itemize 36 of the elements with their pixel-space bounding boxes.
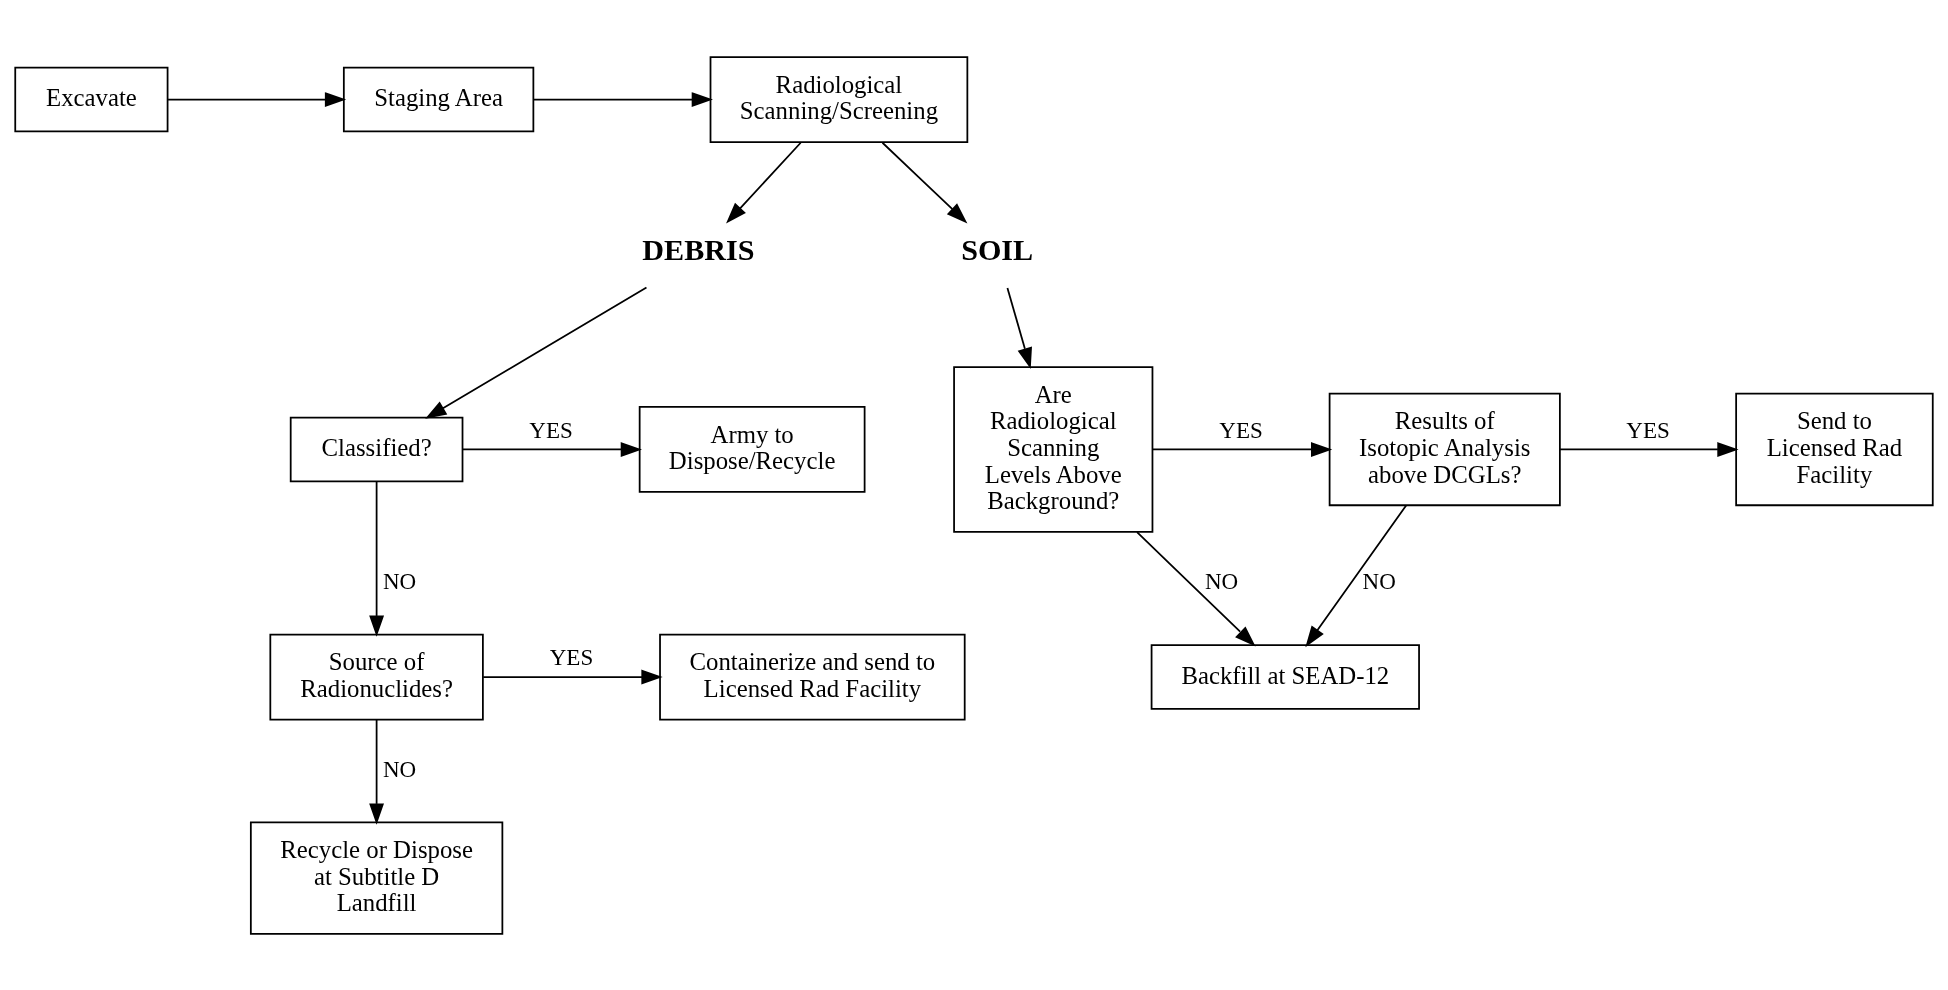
node-box: Backfill at SEAD-12 bbox=[1150, 643, 1420, 710]
arrow bbox=[461, 441, 642, 457]
node-box: Send to Licensed Rad Facility bbox=[1735, 392, 1934, 506]
edge-label: NO bbox=[383, 755, 417, 782]
edge-label: YES bbox=[1219, 416, 1263, 443]
node-box: Excavate bbox=[14, 66, 169, 132]
node-box: Radiological Scanning/Screening bbox=[709, 55, 969, 143]
node-text: SOIL bbox=[961, 232, 1034, 267]
arrow bbox=[533, 91, 713, 107]
edge-label: YES bbox=[529, 416, 573, 443]
node-box: Are Radiological Scanning Levels Above Background? bbox=[953, 365, 1154, 533]
arrow bbox=[425, 286, 648, 419]
edge-label: NO bbox=[1204, 567, 1239, 594]
edge-label: YES bbox=[549, 643, 594, 670]
arrow bbox=[726, 141, 802, 224]
arrow bbox=[482, 669, 663, 684]
edge-label: NO bbox=[1362, 567, 1396, 594]
arrow bbox=[1006, 286, 1032, 369]
arrow bbox=[1305, 504, 1408, 647]
arrow bbox=[369, 718, 385, 825]
arrow bbox=[167, 91, 347, 107]
arrow bbox=[369, 480, 385, 637]
edge-label: YES bbox=[1626, 416, 1670, 443]
node-box: Classified? bbox=[289, 416, 464, 482]
arrow bbox=[881, 141, 968, 223]
node-text: DEBRIS bbox=[642, 232, 755, 267]
node-box: Recycle or Dispose at Subtitle D Landfill bbox=[249, 820, 504, 935]
arrow bbox=[1151, 441, 1333, 457]
node-box: Staging Area bbox=[342, 66, 535, 132]
node-box: Army to Dispose/Recycle bbox=[638, 405, 866, 493]
arrow bbox=[1136, 530, 1256, 647]
arrow bbox=[1559, 441, 1739, 457]
edge-label: NO bbox=[383, 567, 417, 594]
node-box: Source of Radionuclides? bbox=[269, 633, 484, 720]
node-box: Results of Isotopic Analysis above DCGLs? bbox=[1328, 392, 1561, 506]
node-box: Containerize and send to Licensed Rad Facility bbox=[659, 633, 966, 720]
